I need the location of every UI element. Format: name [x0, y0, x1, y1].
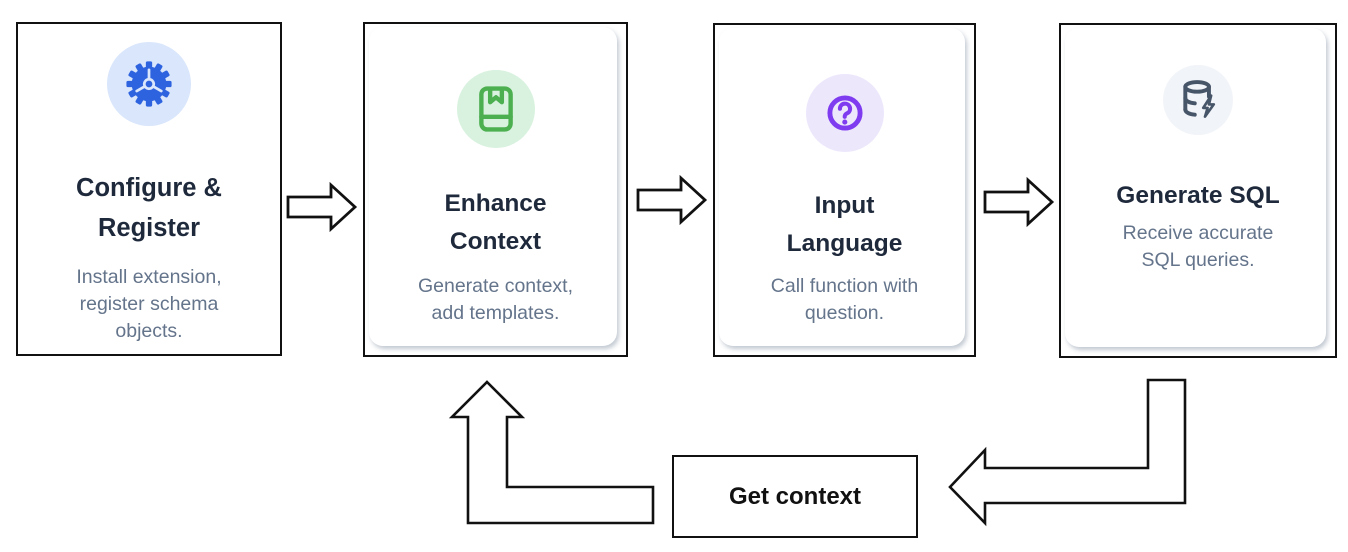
database-bolt-icon [1163, 65, 1233, 135]
book-bookmark-icon [456, 70, 535, 148]
flow-arrow-right-icon [286, 181, 358, 233]
card-description: Install extension, register schema objec… [76, 266, 222, 342]
flow-arrow-right-icon [983, 176, 1055, 228]
step-card-generate-sql: Generate SQL Receive accurate SQL querie… [1059, 23, 1337, 358]
step-card-input-language: Input Language Call function with questi… [713, 23, 976, 357]
step-card-enhance-context: Enhance Context Generate context, add te… [363, 22, 628, 357]
card-title: Enhance Context [444, 190, 547, 255]
get-context-label: Get context [728, 482, 862, 510]
step-card-configure-register: Configure & Register Install extension, … [16, 22, 282, 356]
loop-up-elbow-arrow-icon [448, 380, 655, 525]
get-context-box: Get context [672, 455, 918, 538]
gear-icon [107, 42, 191, 126]
card-description: Receive accurate SQL queries. [1122, 221, 1274, 271]
card-description: Generate context, add templates. [417, 274, 573, 324]
card-description: Call function with question. [770, 274, 919, 324]
loop-left-elbow-arrow-icon [948, 378, 1187, 527]
card-title: Generate SQL [1116, 182, 1280, 209]
question-circle-icon [805, 74, 884, 152]
flow-arrow-right-icon [636, 174, 708, 226]
card-title: Configure & Register [76, 174, 222, 243]
card-title: Input Language [786, 192, 903, 257]
